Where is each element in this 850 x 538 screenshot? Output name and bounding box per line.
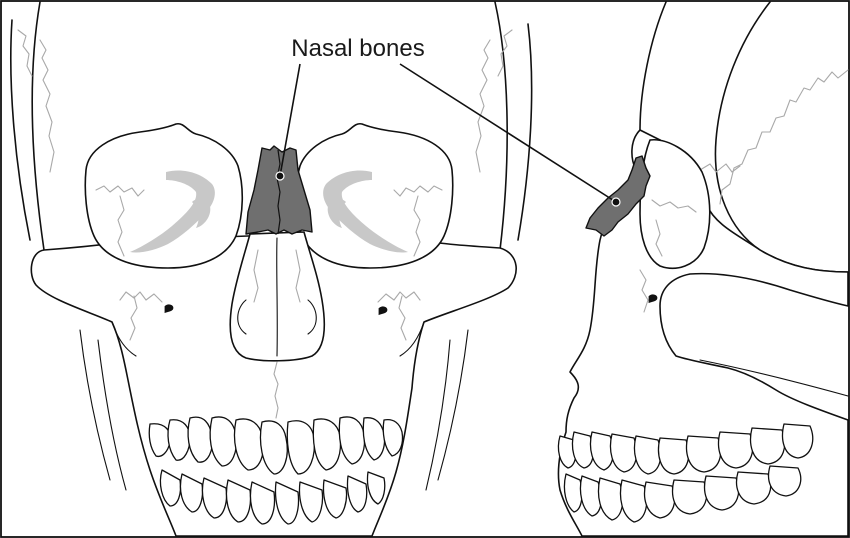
frontal-suture-right-2 bbox=[497, 29, 513, 77]
lateral-cranium-outline bbox=[714, 1, 849, 273]
frontal-cranium-outline-right bbox=[494, 1, 508, 251]
frontal-suture-left bbox=[39, 39, 55, 173]
mandible-ramus-left bbox=[97, 339, 127, 491]
frontal-suture-left-2 bbox=[17, 29, 33, 77]
infraorbital-foramen-right bbox=[377, 305, 389, 317]
lateral-orbit-suture-2 bbox=[655, 219, 663, 257]
coronal-suture bbox=[719, 69, 849, 205]
nasal-bones-label: Nasal bones bbox=[291, 35, 424, 62]
orbit-right-rim-suture bbox=[393, 185, 443, 197]
maxilla-suture-left bbox=[129, 295, 138, 341]
lateral-skull-view bbox=[557, 1, 849, 537]
orbit-left-rim-suture bbox=[95, 185, 145, 197]
nasal-bones-lateral bbox=[585, 155, 651, 237]
lateral-infraorbital-foramen bbox=[647, 293, 659, 305]
lateral-orbit bbox=[639, 139, 711, 270]
orbit-left-fissure-2 bbox=[192, 198, 211, 228]
nasal-concha-right bbox=[307, 299, 317, 335]
upper-teeth-frontal bbox=[148, 416, 404, 475]
nasal-inner-suture-left bbox=[253, 249, 259, 303]
lateral-forehead-outline bbox=[639, 1, 667, 131]
mandible-ramus-right bbox=[425, 339, 451, 491]
infraorbital-foramen-left bbox=[163, 303, 175, 315]
lower-teeth-lateral bbox=[563, 465, 802, 523]
orbit-right bbox=[294, 122, 454, 269]
zygomatic-contour-left bbox=[111, 321, 137, 357]
mandible-ramus-right-2 bbox=[437, 329, 469, 481]
lateral-orbit-suture bbox=[651, 199, 697, 213]
orbit-left-inner-suture bbox=[117, 195, 125, 257]
leader-end-dot-frontal bbox=[275, 171, 285, 181]
leader-end-dot-lateral bbox=[611, 197, 621, 207]
nasal-septum bbox=[276, 237, 278, 357]
orbit-left bbox=[84, 122, 244, 269]
upper-teeth-lateral bbox=[557, 423, 814, 475]
temporal-line-right bbox=[517, 23, 533, 241]
nasal-bones-callout: Nasal bones bbox=[275, 35, 621, 207]
frontal-skull-view bbox=[10, 1, 533, 537]
mandible-ramus-left-2 bbox=[79, 329, 111, 481]
nasal-concha-left bbox=[237, 299, 247, 335]
nasal-bones-frontal-midline bbox=[276, 149, 281, 235]
leader-line-frontal bbox=[279, 63, 301, 177]
zygomatic-suture-right bbox=[377, 291, 421, 303]
lateral-mandible-line bbox=[699, 359, 849, 397]
orbit-right-inner-suture bbox=[413, 195, 421, 257]
nasal-inner-suture-right bbox=[295, 249, 301, 303]
frontal-cranium-outline-left bbox=[31, 1, 45, 251]
orbit-right-fissure-2 bbox=[327, 198, 346, 228]
frontal-suture-right bbox=[475, 39, 491, 173]
maxilla-suture-right bbox=[398, 295, 407, 341]
sphenoid-suture bbox=[699, 163, 741, 173]
lateral-maxilla-suture bbox=[639, 269, 649, 313]
intermaxillary-suture bbox=[273, 361, 279, 419]
temporal-line-left bbox=[10, 19, 31, 241]
lower-teeth-frontal bbox=[159, 469, 386, 525]
zygomatic-contour-right bbox=[399, 321, 425, 357]
zygomatic-suture-left bbox=[119, 291, 163, 303]
leader-line-lateral bbox=[399, 63, 617, 203]
